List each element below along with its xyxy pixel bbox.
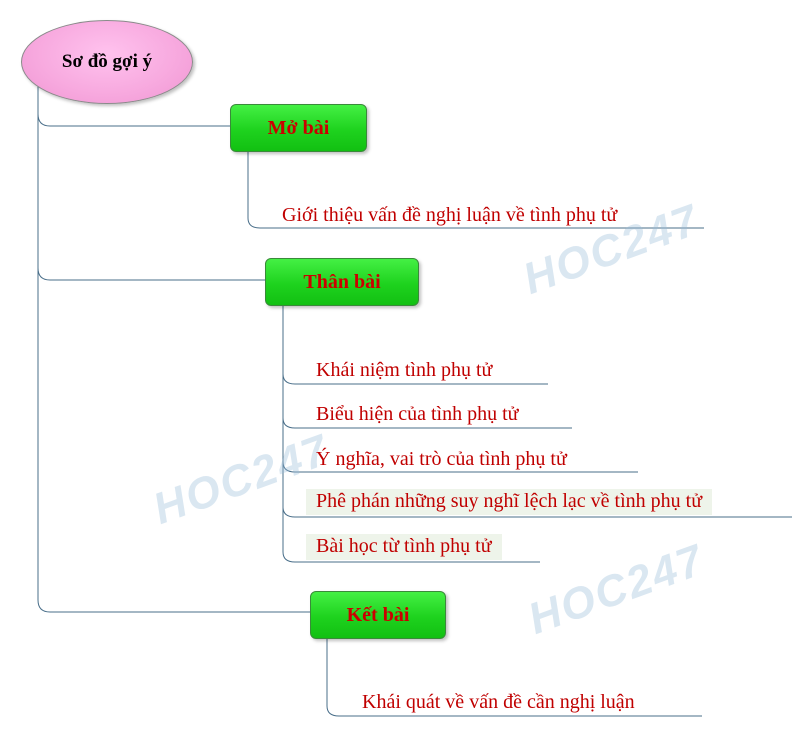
leaf-item: Phê phán những suy nghĩ lệch lạc về tình… <box>306 489 713 515</box>
branch-than-bai: Thân bài <box>265 258 419 306</box>
branch-label: Thân bài <box>303 270 381 293</box>
branch-mo-bai: Mở bài <box>230 104 367 152</box>
trunk-line <box>37 86 310 613</box>
connector-mo-bai <box>37 113 232 127</box>
leaf-item: Biểu hiện của tình phụ tử <box>316 403 519 425</box>
leaf-item: Khái quát về vấn đề cần nghị luận <box>362 691 635 713</box>
connector-than-bai <box>37 267 266 281</box>
root-label: Sơ đồ gợi ý <box>61 51 153 72</box>
branch-ket-bai: Kết bài <box>310 591 446 639</box>
connector-mo-bai-item <box>247 150 704 229</box>
leaf-item: Khái niệm tình phụ tử <box>316 359 493 381</box>
branch-label: Mở bài <box>267 116 330 139</box>
root-node: Sơ đồ gợi ý <box>21 20 193 104</box>
leaf-item: Giới thiệu vấn đề nghị luận về tình phụ … <box>282 204 618 226</box>
leaf-item: Ý nghĩa, vai trò của tình phụ tử <box>316 448 567 470</box>
leaf-item: Bài học từ tình phụ tử <box>306 534 502 560</box>
branch-label: Kết bài <box>346 603 410 626</box>
connector-ket-bai-item <box>326 637 702 717</box>
